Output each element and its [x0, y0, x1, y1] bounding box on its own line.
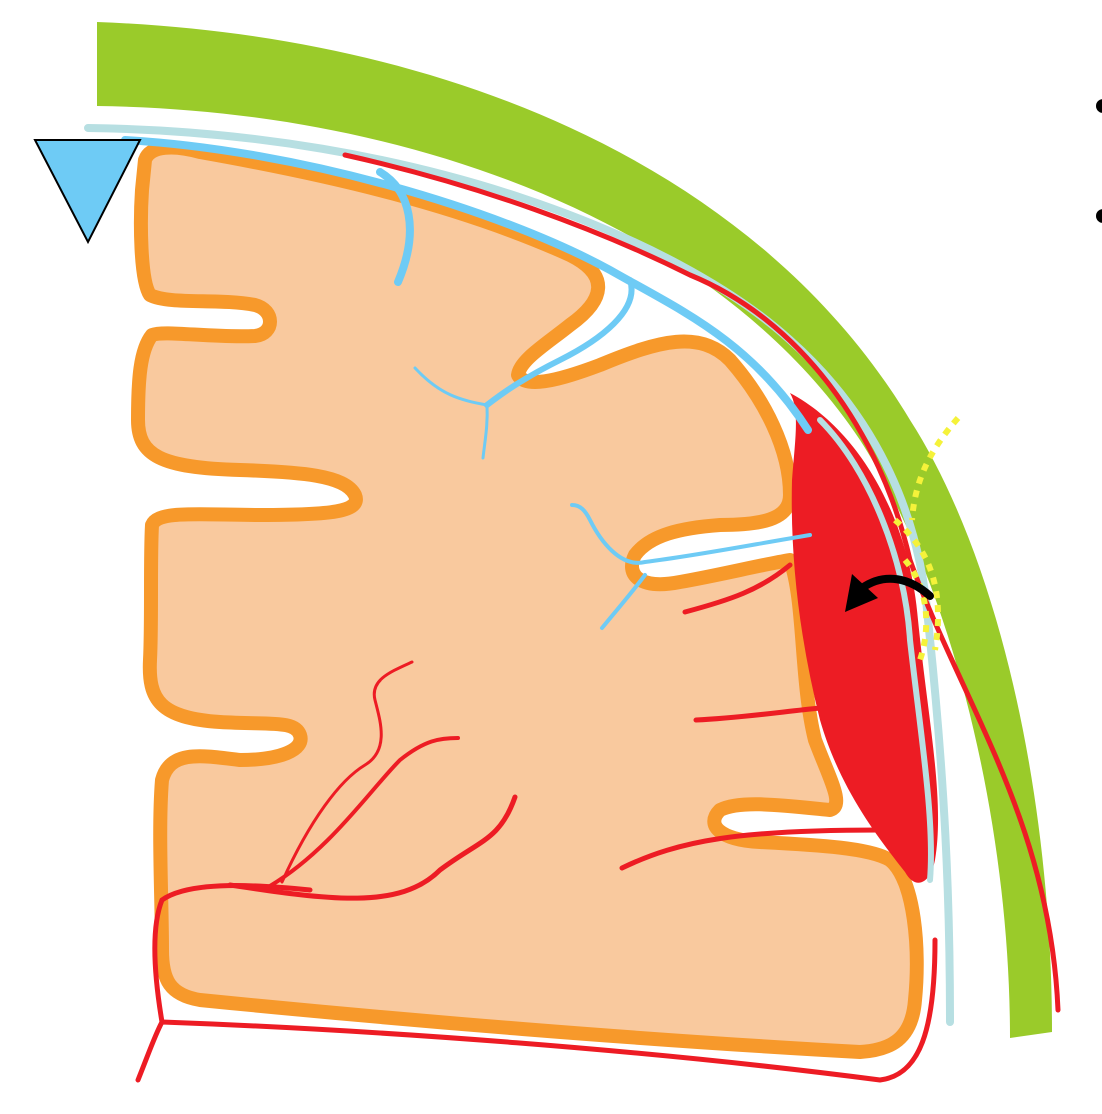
highlight-arc-2: [893, 517, 941, 651]
vein-branch-6: [600, 573, 647, 630]
meningeal-artery: [342, 152, 1061, 1013]
legend-bullet-1: [1096, 99, 1102, 113]
cortical-veins: [121, 136, 812, 630]
artery-branch-4: [619, 827, 883, 871]
arrow-shaft: [858, 574, 934, 600]
arrow-head: [845, 574, 878, 612]
hematoma-dura: [817, 417, 934, 883]
vein-branch-3: [413, 366, 489, 407]
artery-branch-2: [268, 736, 460, 888]
artery-branch-1: [227, 794, 518, 901]
cortical-arteries: [135, 562, 938, 1083]
dura-mater: [84, 124, 954, 1026]
hematoma: [790, 393, 939, 883]
artery-branch-5: [693, 705, 823, 723]
vein-branch-2: [484, 277, 635, 408]
vein-branch-1: [376, 168, 414, 286]
artery-branch-6: [682, 562, 793, 615]
vein-branch-4: [481, 403, 489, 460]
highlight-arc-1: [909, 416, 961, 521]
legend-bullet-2: [1096, 209, 1102, 223]
vein-branch-5: [570, 503, 812, 565]
cortex: [131, 140, 924, 1059]
direction-arrow: [845, 574, 934, 612]
bridging-vein: [121, 136, 812, 434]
bleeding-point-highlight: [893, 416, 961, 661]
legend-bullets: [1096, 99, 1102, 223]
artery-branch-3: [280, 660, 414, 884]
artery-left-wall: [152, 883, 313, 1025]
venous-sinus-triangle-icon: [33, 139, 142, 245]
